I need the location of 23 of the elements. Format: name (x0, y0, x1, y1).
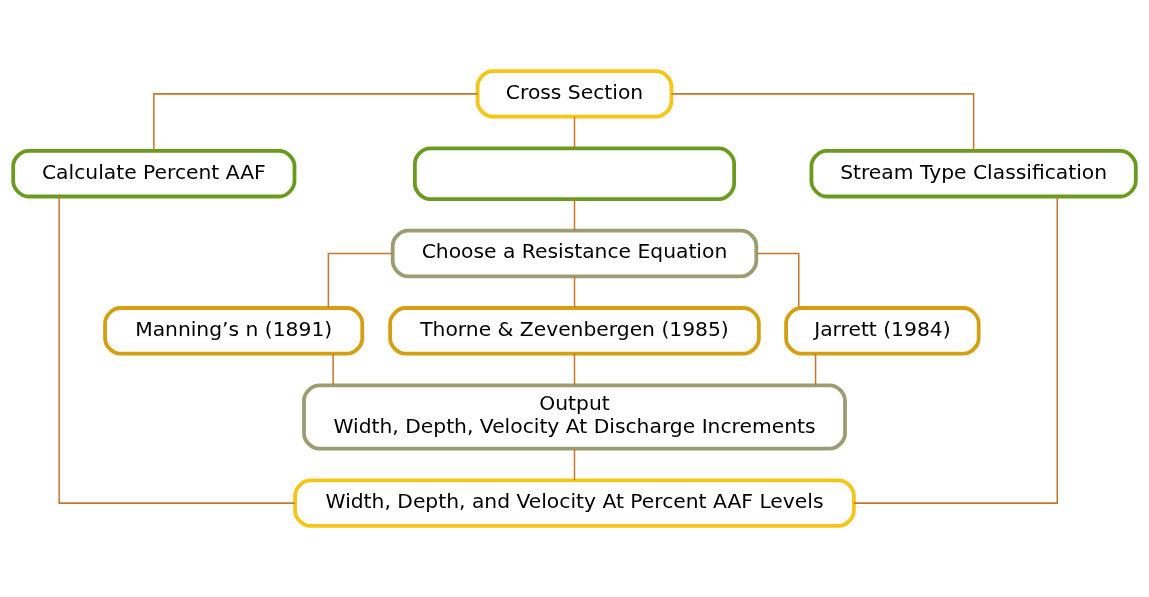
node-box: Cross Section (475, 69, 674, 119)
node-box: Jarrett (1984) (784, 306, 981, 356)
connector (573, 198, 576, 232)
connector (573, 275, 576, 309)
node-box: Stream Type Classification (809, 149, 1138, 199)
connector (670, 93, 975, 152)
node-box (412, 146, 737, 201)
connector (853, 196, 1058, 504)
connector (332, 353, 334, 386)
node-box: Manning’s n (1891) (103, 306, 365, 356)
connector (573, 448, 576, 481)
connector (58, 196, 296, 504)
node-box: Choose a Resistance Equation (390, 228, 759, 279)
node-box: Output Width, Depth, Velocity At Discharge Increments (302, 383, 847, 451)
connector (327, 252, 394, 309)
node-box: Width, Depth, and Velocity At Percent AAF Levels (293, 478, 856, 528)
connector (814, 353, 817, 386)
connector (573, 353, 576, 386)
connector (153, 93, 479, 152)
node-box: Thorne & Zevenbergen (1985) (388, 306, 761, 356)
connector (573, 116, 576, 149)
connector (755, 252, 800, 309)
node-box: Calculate Percent AAF (11, 149, 297, 199)
